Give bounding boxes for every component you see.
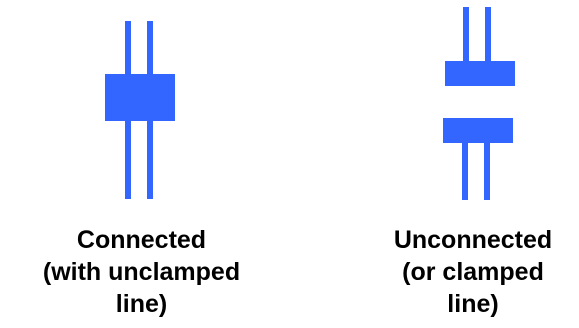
connected-body <box>105 74 175 121</box>
unconnected-caption-line-1: Unconnected <box>393 226 553 254</box>
unconnected-caption-line-2: (or clamped <box>402 258 544 286</box>
connected-caption-line-2: (with unclamped <box>42 258 241 286</box>
unconnected-symbol <box>443 7 515 200</box>
connected-caption-line-3: line) <box>115 290 168 318</box>
unconnected-caption-line-3: line) <box>447 290 499 318</box>
unconnected-top-plate <box>445 61 515 86</box>
connected-caption: Connected (with unclamped line) <box>0 224 283 320</box>
unconnected-caption: Unconnected (or clamped line) <box>364 224 579 320</box>
unconnected-top-right-pin <box>485 7 491 62</box>
connected-caption-line-1: Connected <box>76 226 207 254</box>
unconnected-bottom-left-pin <box>462 142 468 200</box>
unconnected-bottom-right-pin <box>484 142 490 200</box>
unconnected-bottom-plate <box>443 118 513 143</box>
unconnected-top-left-pin <box>463 7 469 62</box>
connected-symbol <box>105 21 175 199</box>
